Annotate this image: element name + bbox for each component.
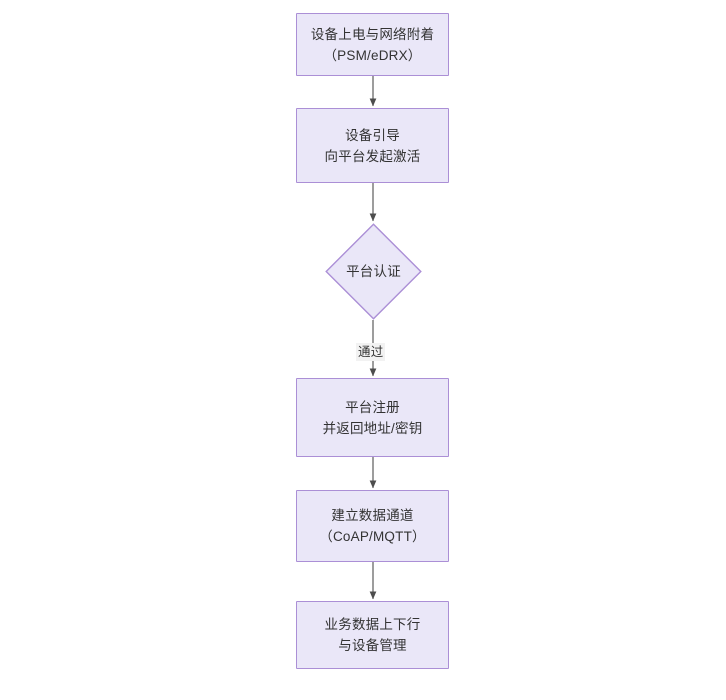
- flow-node-business-data-and-device-management[interactable]: 业务数据上下行 与设备管理: [296, 601, 449, 669]
- diamond-shape: [325, 223, 422, 320]
- flow-node-device-power-on[interactable]: 设备上电与网络附着 （PSM/eDRX）: [296, 13, 449, 76]
- flow-node-data-channel[interactable]: 建立数据通道 （CoAP/MQTT）: [296, 490, 449, 562]
- flow-node-label: 建立数据通道 （CoAP/MQTT）: [319, 508, 426, 544]
- flow-node-device-bootstrap[interactable]: 设备引导 向平台发起激活: [296, 108, 449, 183]
- edge-label-pass: 通过: [356, 343, 386, 361]
- flow-node-label: 业务数据上下行 与设备管理: [324, 617, 421, 653]
- flow-node-label: 平台认证: [346, 264, 401, 279]
- flow-node-label: 设备上电与网络附着 （PSM/eDRX）: [310, 26, 435, 63]
- flow-node-label: 平台注册 并返回地址/密钥: [322, 399, 423, 436]
- flow-node-platform-authentication[interactable]: 平台认证: [325, 223, 422, 320]
- flow-node-label: 设备引导 向平台发起激活: [324, 127, 421, 164]
- flow-node-platform-registration[interactable]: 平台注册 并返回地址/密钥: [296, 378, 449, 457]
